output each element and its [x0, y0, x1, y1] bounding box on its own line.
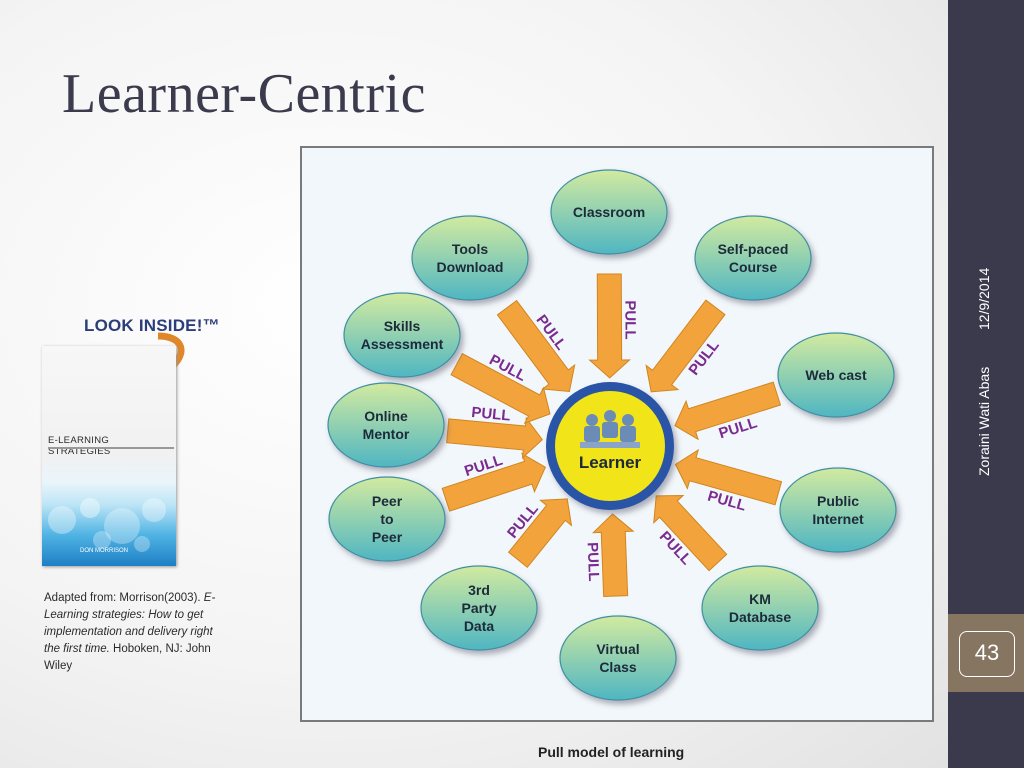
book-subtitle-line [48, 447, 174, 453]
pull-arrow: PULL [584, 513, 635, 598]
diagram-caption: Pull model of learning [538, 744, 685, 760]
node-label: KM [749, 591, 771, 607]
slide-author: Zoraini Wati Abas [976, 366, 992, 476]
pull-model-diagram: PULLPULLPULLPULLPULLPULLPULLPULLPULLPULL… [327, 169, 897, 701]
learner-center: Learner [546, 382, 674, 510]
book-title: E-LEARNING STRATEGIES [48, 435, 111, 457]
pull-label: PULL [621, 300, 638, 339]
pull-label: PULL [584, 542, 602, 582]
node-label: Assessment [361, 336, 444, 352]
node-webcast: Web cast [777, 332, 895, 418]
node-km-database: KM Database [701, 565, 819, 651]
node-label: Course [729, 259, 777, 275]
node-label: 3rd [468, 582, 490, 598]
caption-suffix: Hoboken, NJ: John Wiley [44, 643, 211, 672]
learner-label: Learner [579, 453, 642, 472]
caption-prefix: Adapted from: Morrison(2003). [44, 592, 204, 604]
caption-book-title: E-Learning strategies: How to get implem… [44, 592, 216, 655]
node-label: Class [599, 659, 637, 675]
node-label: Internet [812, 511, 864, 527]
node-label: Download [437, 259, 504, 275]
node-label: Virtual [596, 641, 639, 657]
slide-date: 12/9/2014 [976, 267, 992, 330]
node-label: Peer [372, 493, 403, 509]
node-label: Mentor [363, 426, 410, 442]
page-number: 43 [974, 640, 1000, 665]
node-label: Database [729, 609, 791, 625]
sidebar-accent-band [948, 614, 1024, 692]
pull-arrow: PULL [588, 273, 639, 379]
node-label: Online [364, 408, 408, 424]
slide-title: Learner-Centric [62, 63, 426, 125]
pull-arrow: PULL [674, 381, 782, 442]
book-bubbles-image [48, 498, 166, 552]
node-label: Skills [384, 318, 421, 334]
pull-arrow: PULL [446, 404, 543, 460]
page-number-frame [959, 631, 1015, 677]
people-icon [580, 410, 640, 448]
pull-arrow: PULL [504, 498, 573, 569]
node-label: Data [464, 618, 495, 634]
node-label: to [380, 511, 393, 527]
book-cover [42, 346, 176, 566]
node-label: Classroom [573, 204, 645, 220]
node-label: Tools [452, 241, 489, 257]
node-label: Self-paced [718, 241, 789, 257]
pull-arrow: PULL [645, 299, 726, 393]
look-inside-label: LOOK INSIDE!™ [84, 316, 220, 335]
node-label: Web cast [805, 367, 867, 383]
book-author: DON MORRISON [80, 548, 128, 554]
node-label: Peer [372, 529, 403, 545]
node-classroom: Classroom [550, 169, 668, 255]
node-label: Party [461, 600, 496, 616]
node-label: Public [817, 493, 859, 509]
source-caption: Adapted from: Morrison(2003). E-Learning… [44, 590, 224, 675]
pull-label: PULL [471, 404, 512, 425]
